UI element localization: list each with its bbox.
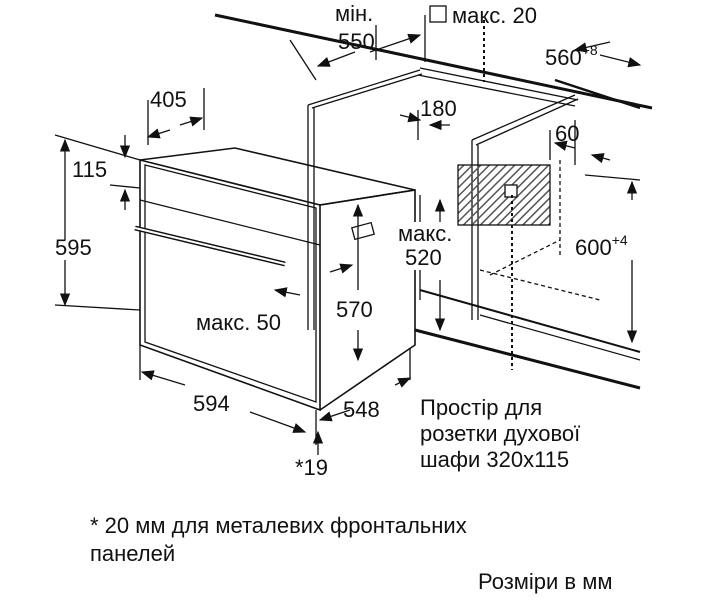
socket-note-line: Простір для (420, 395, 543, 420)
socket-note-line: шафи 320x115 (420, 447, 570, 472)
footnote-line: панелей (90, 541, 176, 566)
dim-594: 594 (193, 391, 230, 416)
footnote: * 20 мм для металевих фронтальних панеле… (90, 512, 467, 568)
label-min: мін. (335, 1, 374, 26)
dim-405: 405 (150, 87, 187, 112)
dim-60: 60 (555, 121, 580, 146)
dim-595: 595 (55, 235, 92, 260)
dim-560-value: 560 (545, 45, 582, 70)
countertop-edge (214, 13, 653, 110)
dim-550: 550 (338, 29, 375, 54)
checkbox-icon (429, 5, 447, 23)
label-max-20: макс. 20 (452, 3, 537, 28)
dim-560-tolerance: +8 (581, 42, 598, 58)
dim-115: 115 (72, 157, 108, 182)
socket-note-line: розетки духової (420, 421, 581, 446)
footnote-line: * 20 мм для металевих фронтальних (90, 513, 467, 538)
dim-548: 548 (343, 397, 380, 422)
dim-570: 570 (336, 297, 373, 322)
dim-star-19: *19 (295, 455, 329, 480)
units-note: Розміри в мм (478, 569, 613, 594)
label-max-520: макс. (398, 221, 453, 246)
label-max-50: макс. 50 (196, 310, 281, 335)
dim-560: 560+8 (545, 38, 598, 70)
dim-520: 520 (405, 245, 442, 270)
dim-600-tolerance: +4 (611, 232, 628, 248)
dim-600: 600+4 (575, 228, 628, 260)
dim-600-value: 600 (575, 235, 612, 260)
socket-area (457, 164, 551, 226)
socket-note: Простір для розетки духової шафи 320x115 (420, 395, 581, 473)
dim-180: 180 (420, 96, 457, 121)
